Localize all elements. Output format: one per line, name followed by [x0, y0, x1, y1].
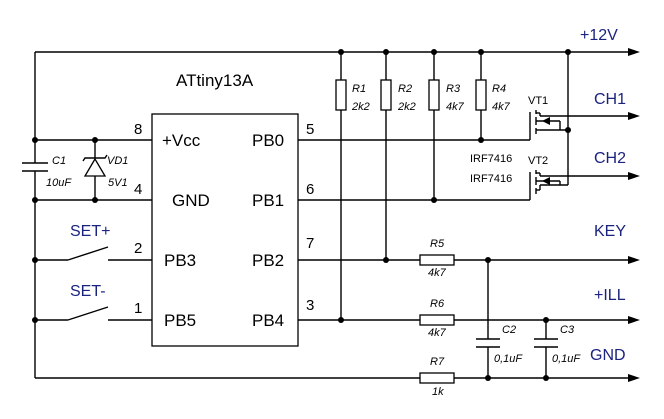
- junction-dot: [32, 257, 38, 263]
- resistor-r3: R3 4k7: [428, 79, 465, 113]
- ic-name: ATtiny13A: [176, 71, 254, 90]
- pin-number: 3: [306, 297, 314, 314]
- junction-dot: [478, 49, 484, 55]
- switch-set-plus-label: SET+: [70, 223, 110, 240]
- pin-number: 4: [134, 181, 142, 198]
- wires: [34, 51, 632, 379]
- switch-set-minus-label: SET-: [70, 283, 106, 300]
- arrow-icon: [628, 172, 640, 180]
- net-label-ch2: CH2: [594, 150, 626, 167]
- component-ref: VT1: [528, 95, 548, 107]
- ic-body: [151, 113, 299, 347]
- component-ref: C3: [560, 324, 575, 336]
- net-label-key: KEY: [594, 223, 626, 240]
- pin-number: 5: [306, 121, 314, 138]
- pin-number: 8: [134, 121, 142, 138]
- pin-label: PB4: [252, 311, 284, 330]
- junction-dot: [383, 257, 389, 263]
- component-ref: R6: [430, 298, 445, 310]
- junction-dot: [383, 49, 389, 55]
- resistor-r5: R5 4k7: [419, 238, 455, 279]
- junction-dot: [565, 127, 571, 133]
- net-label-ill: +ILL: [594, 287, 626, 304]
- capacitor-c1: C1 10uF: [22, 155, 72, 189]
- resistor-r6: R6 4k7: [419, 298, 455, 339]
- component-ref: R2: [398, 83, 412, 95]
- junction-dot: [485, 257, 491, 263]
- pin-number: 1: [134, 300, 142, 317]
- arrow-icon: [628, 48, 640, 56]
- junction-dot: [543, 317, 549, 323]
- component-part: IRF7416: [470, 153, 512, 165]
- component-value: 0,1uF: [494, 353, 523, 365]
- mosfet-vt2: VT2 IRF7416: [470, 155, 561, 200]
- pin-label: PB0: [252, 131, 284, 150]
- component-value: 5V1: [108, 177, 128, 189]
- pin-label: GND: [172, 191, 210, 210]
- component-ref: R7: [430, 356, 445, 368]
- component-value: 2k2: [351, 101, 370, 113]
- junction-dot: [92, 137, 98, 143]
- pin-number: 2: [134, 240, 142, 257]
- component-value: 10uF: [46, 177, 72, 189]
- component-ref: C1: [52, 155, 66, 167]
- pin-label: +Vcc: [162, 131, 201, 150]
- junction-dot: [431, 49, 437, 55]
- zener-diode-vd1: VD1 5V1: [82, 154, 128, 189]
- junction-dot: [478, 137, 484, 143]
- pin-number: 6: [306, 181, 314, 198]
- component-value: 2k2: [397, 101, 416, 113]
- net-label-v12: +12V: [580, 27, 618, 44]
- arrow-icon: [628, 374, 640, 382]
- component-value: 1k: [432, 386, 444, 398]
- resistor-r1: R1 2k2: [335, 79, 370, 113]
- component-ref: C2: [502, 324, 516, 336]
- junction-dot: [431, 197, 437, 203]
- pin-number: 7: [306, 235, 314, 252]
- pin-label: PB3: [164, 251, 196, 270]
- resistor-r2: R2 2k2: [380, 79, 416, 113]
- junction-dot: [338, 317, 344, 323]
- junction-dot: [32, 137, 38, 143]
- resistor-r4: R4 4k7: [475, 79, 511, 113]
- component-part: IRF7416: [470, 173, 512, 185]
- arrow-icon: [628, 256, 640, 264]
- pin-label: PB5: [164, 311, 196, 330]
- component-ref: VT2: [528, 155, 548, 167]
- component-value: 0,1uF: [552, 353, 581, 365]
- component-ref: R4: [492, 83, 506, 95]
- component-value: 4k7: [428, 327, 447, 339]
- resistor-r7: R7 1k: [419, 356, 455, 398]
- junction-dot: [543, 375, 549, 381]
- output-arrows: [628, 48, 640, 382]
- component-value: 4k7: [492, 101, 511, 113]
- net-label-gnd: GND: [590, 347, 626, 364]
- component-ref: R5: [430, 238, 445, 250]
- pin-label: PB1: [252, 191, 284, 210]
- component-value: 4k7: [428, 267, 447, 279]
- junction-dot: [32, 197, 38, 203]
- junction-dot: [338, 49, 344, 55]
- component-ref: VD1: [107, 155, 128, 167]
- component-ref: R1: [352, 83, 366, 95]
- junction-dot: [92, 197, 98, 203]
- arrow-icon: [628, 316, 640, 324]
- junction-dot: [32, 317, 38, 323]
- mosfet-vt1: VT1 IRF7416: [470, 95, 561, 165]
- junctions: [32, 49, 571, 381]
- capacitor-c3: C3 0,1uF: [534, 324, 581, 365]
- junction-dot: [485, 375, 491, 381]
- microcontroller: ATtiny13A 8 +Vcc 4 GND 2 PB3 1 PB5 5 PB0…: [134, 71, 314, 347]
- pin-label: PB2: [252, 251, 284, 270]
- component-value: 4k7: [446, 101, 465, 113]
- component-ref: R3: [446, 83, 461, 95]
- net-label-ch1: CH1: [594, 91, 626, 108]
- junction-dot: [565, 49, 571, 55]
- capacitor-c2: C2 0,1uF: [476, 324, 523, 365]
- arrow-icon: [628, 112, 640, 120]
